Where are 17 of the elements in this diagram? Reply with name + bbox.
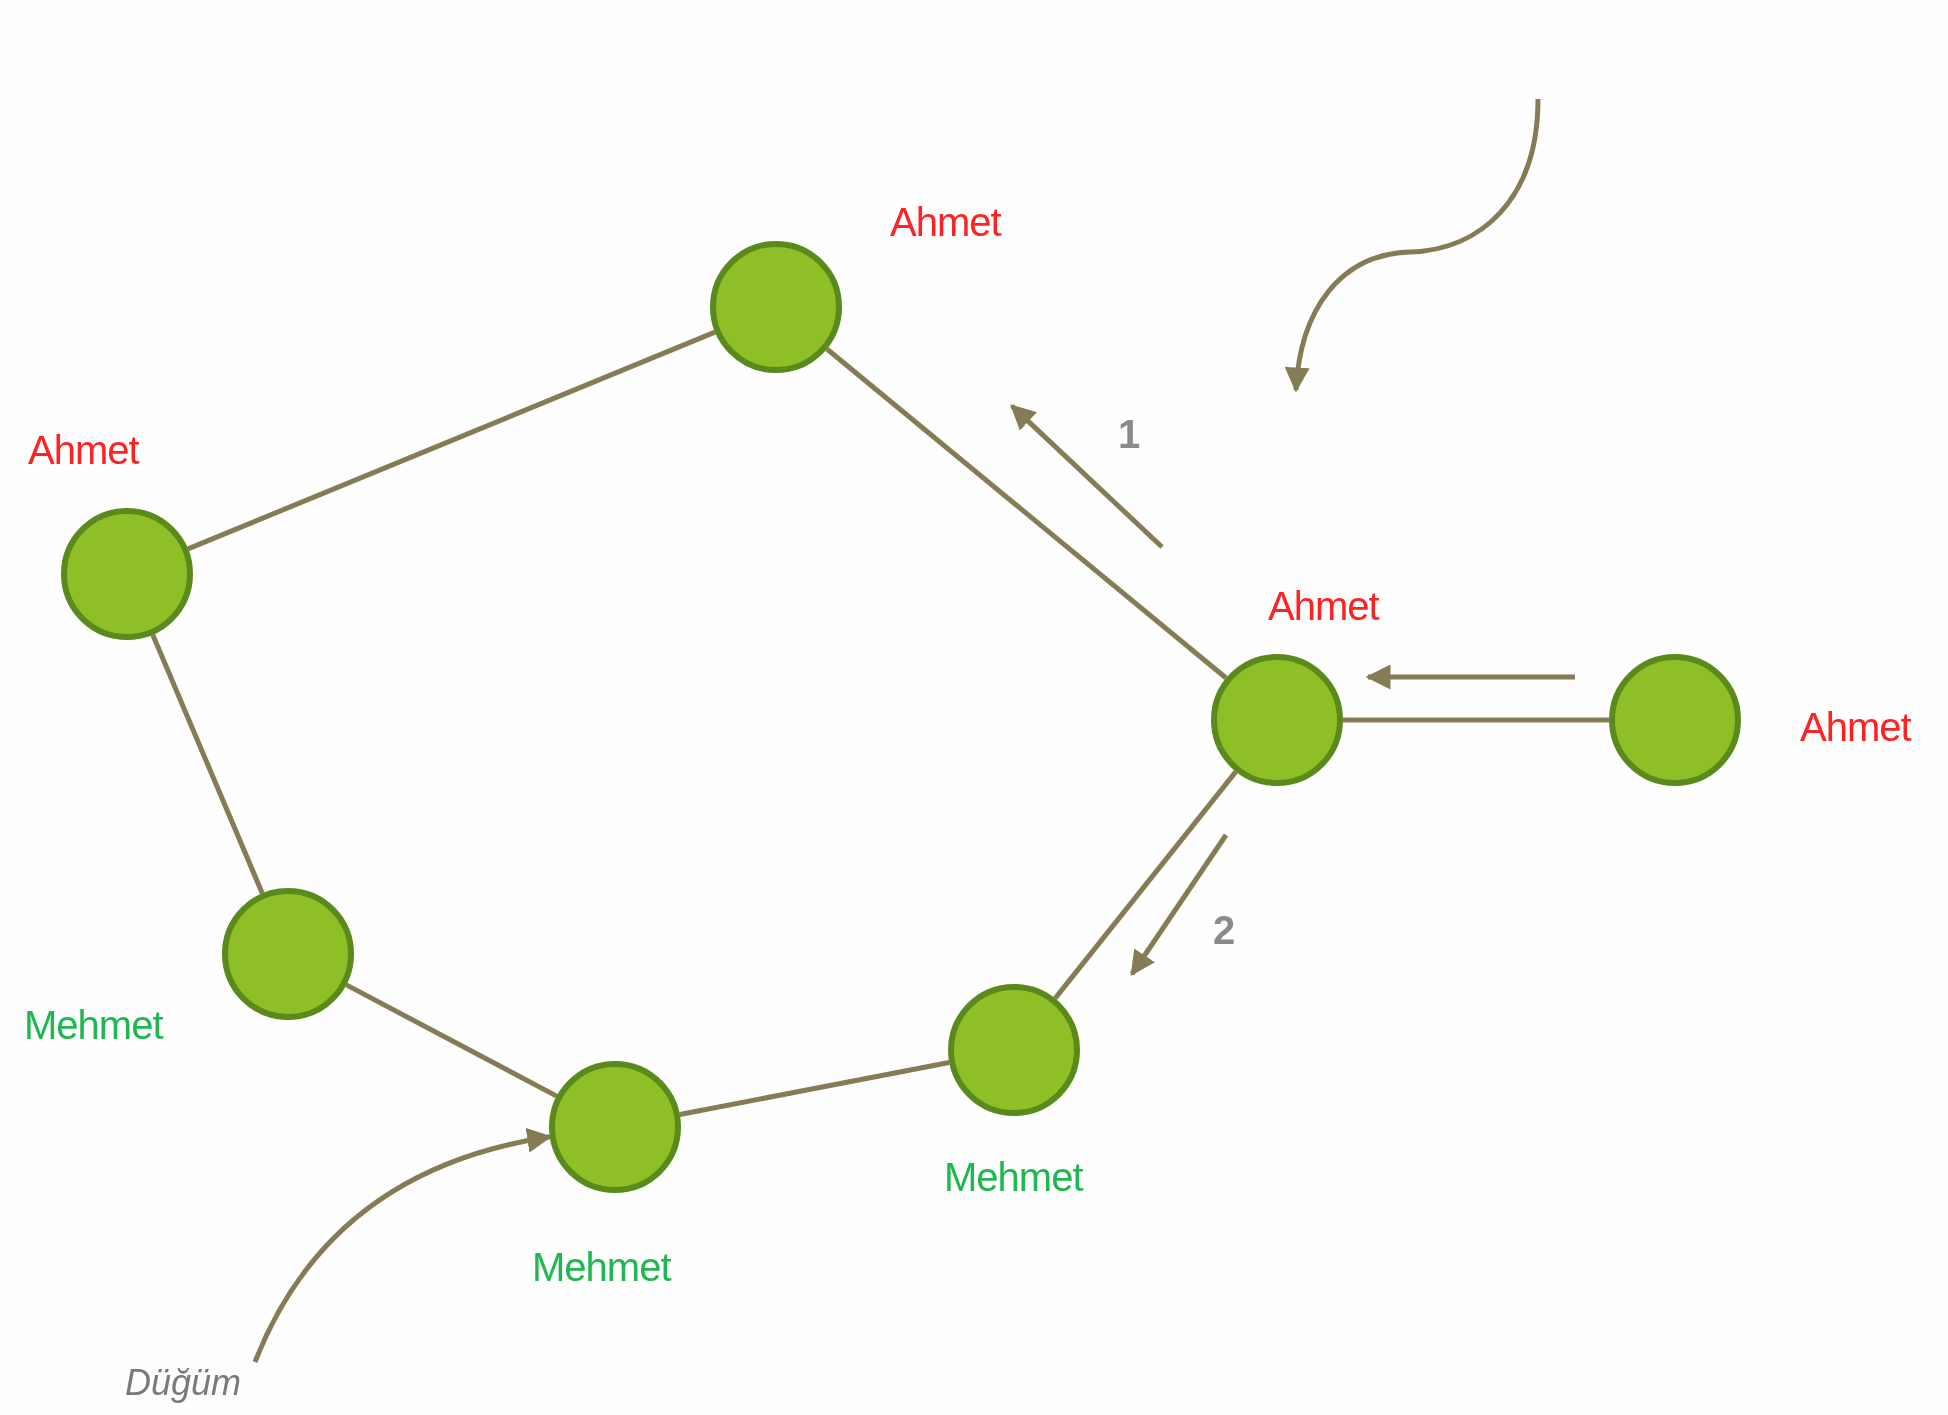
connector-line xyxy=(187,329,716,552)
connector-line xyxy=(1053,770,1238,1000)
connector-line xyxy=(345,982,558,1099)
step-number: 1 xyxy=(1118,412,1141,457)
node-name: Mehmet xyxy=(24,1003,163,1048)
node-name: Mehmet xyxy=(532,1245,671,1290)
node-name: Ahmet xyxy=(28,428,139,473)
connector-line xyxy=(150,633,265,895)
node-name: Ahmet xyxy=(1268,584,1379,629)
connector-line xyxy=(679,1060,950,1117)
node-caption: Düğüm xyxy=(125,1362,242,1403)
node-name: Ahmet xyxy=(890,200,1001,245)
node-name: Mehmet xyxy=(944,1155,1083,1200)
node-name: Ahmet xyxy=(1800,705,1911,750)
connector-line xyxy=(1343,717,1609,723)
step-number: 2 xyxy=(1213,908,1236,953)
connector-line xyxy=(825,347,1228,680)
